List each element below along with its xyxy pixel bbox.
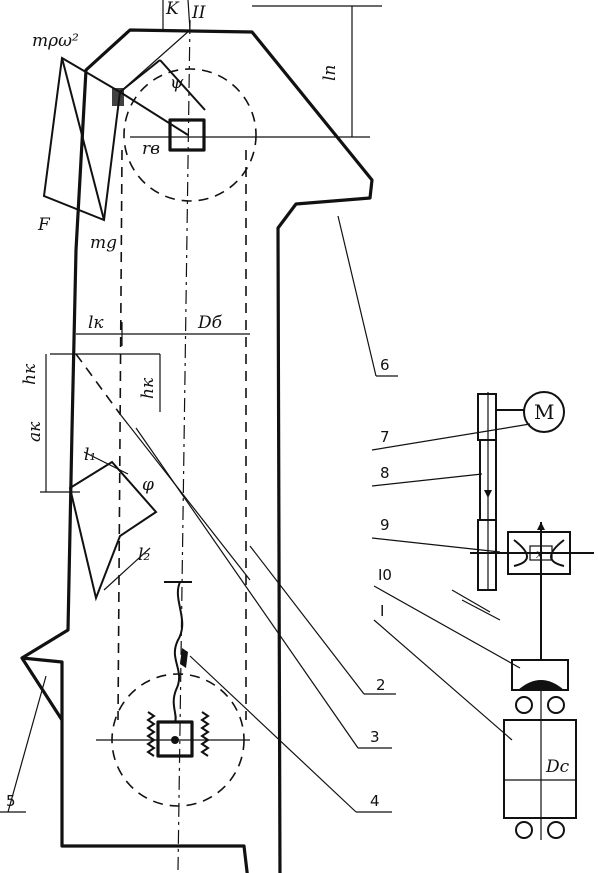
coupling-bearing-left <box>515 696 533 714</box>
head-shaft-block <box>168 118 206 152</box>
callout-8: 8 <box>380 464 390 482</box>
leader-3 <box>135 427 359 749</box>
coupling-dome <box>518 680 564 690</box>
l2-dim-line <box>103 547 151 591</box>
label-k: K <box>165 0 180 19</box>
label-force-f: F <box>37 215 51 235</box>
lower-bearing-right <box>547 821 565 839</box>
boot-spring-left <box>146 711 156 757</box>
leader-5 <box>7 675 47 813</box>
callout-6: 6 <box>380 356 390 374</box>
force-radial-line-3 <box>159 59 206 111</box>
label-h-small: hк <box>20 363 40 385</box>
callout-7: 7 <box>380 428 390 446</box>
belt-arrow <box>484 490 492 498</box>
force-node <box>112 88 124 106</box>
bucket-slant-line <box>75 353 121 415</box>
motor-circle <box>523 391 565 433</box>
center-line-vertical <box>177 19 191 871</box>
leader-4 <box>189 655 357 813</box>
reducer-worm <box>513 539 565 567</box>
label-force-mg: mg <box>90 233 117 253</box>
chain-bucket-mark <box>180 648 188 668</box>
leader-10 <box>373 585 521 669</box>
head-sprocket-circle <box>123 68 257 202</box>
label-phi: φ <box>142 475 154 495</box>
chain-wavy-line <box>172 581 184 723</box>
coupling-bearing-right <box>547 696 565 714</box>
callout-9: 9 <box>380 516 390 534</box>
label-force-centrifugal: mρω² <box>32 31 79 51</box>
bucket-slant-line-2 <box>119 413 251 581</box>
top-dim-line-ii <box>187 0 191 31</box>
reducer-arrow <box>537 522 545 530</box>
lower-bucket <box>68 460 158 602</box>
callout-10: I0 <box>378 566 392 584</box>
shaft-sprocket-box <box>503 719 577 819</box>
label-angle-psi: ψ <box>170 73 184 93</box>
callout-5: 5 <box>6 792 16 810</box>
leader-8 <box>371 473 483 487</box>
label-rb: rв <box>142 139 160 159</box>
label-motor: M <box>534 400 554 424</box>
leader-1 <box>373 619 513 741</box>
drive-hatch-1 <box>451 589 491 613</box>
force-diagonal <box>61 57 105 221</box>
label-d-b: Dб <box>197 313 223 333</box>
elevator-casing <box>20 28 374 873</box>
force-radial-line <box>119 91 189 136</box>
label-d-c: Dс <box>545 757 570 777</box>
callout-1: I <box>380 602 384 620</box>
motor-pulley <box>477 393 497 441</box>
label-ii: II <box>191 3 206 23</box>
leader-6 <box>337 215 377 377</box>
boot-spring-right <box>200 711 210 757</box>
label-h-k: hк <box>138 377 158 399</box>
l1-dim-line <box>83 451 129 475</box>
lower-bearing-left <box>515 821 533 839</box>
reducer-pulley <box>477 519 497 591</box>
drive-hatch-2 <box>461 599 501 621</box>
label-l-2: l₂ <box>138 545 150 565</box>
label-l-top: lп <box>320 65 340 81</box>
label-l-1: l₁ <box>84 445 96 465</box>
chain-left-line <box>117 149 123 721</box>
label-a-k: aк <box>25 421 45 442</box>
leader-9 <box>371 537 501 553</box>
callout-4: 4 <box>370 792 380 810</box>
boot-outline <box>21 656 64 720</box>
callout-2: 2 <box>376 676 386 694</box>
leader-2 <box>249 545 365 695</box>
leader-7 <box>371 423 531 451</box>
force-ray-ii <box>119 29 191 93</box>
callout-3: 3 <box>370 728 380 746</box>
label-l-k: lк <box>88 313 104 333</box>
